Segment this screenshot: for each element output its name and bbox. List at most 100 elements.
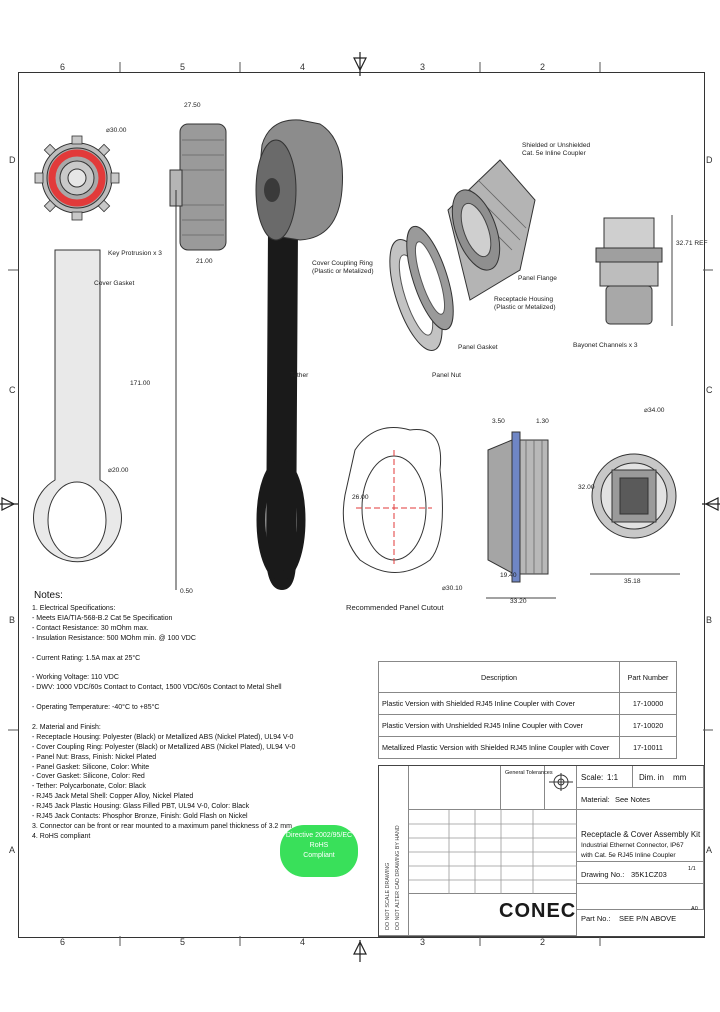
rohs-badge-text: Directive 2002/95/EC RoHS Compliant: [285, 832, 353, 859]
table-row: Plastic Version with Unshielded RJ45 Inl…: [378, 714, 677, 737]
dim-tether-length: 171.00: [130, 380, 151, 387]
zone-bottom-4: 4: [300, 937, 306, 947]
note-line: 4. RoHS compliant: [32, 832, 91, 840]
part-description: Plastic Version with Unshielded RJ45 Inl…: [378, 714, 620, 737]
dim-offset: 0.50: [180, 588, 193, 595]
note-line: - Working Voltage: 110 VDC: [32, 674, 119, 682]
note-line: [32, 663, 280, 673]
note-line: - DWV: 1000 VDC/60s Contact to Contact, …: [32, 684, 282, 692]
zone-top-4: 4: [300, 62, 306, 72]
zone-right-B: B: [706, 615, 713, 625]
callout-key-protrusion: Key Protrusion x 3: [108, 250, 162, 257]
part-description: Plastic Version with Shielded RJ45 Inlin…: [378, 692, 620, 715]
notes-list: 1. Electrical Specifications: - Meets EI…: [32, 604, 296, 842]
note-line: - Cover Gasket: Silicone, Color: Red: [32, 773, 145, 781]
note-line: - RJ45 Jack Metal Shell: Copper Alloy, N…: [32, 793, 194, 801]
zone-bottom-6: 6: [60, 937, 66, 947]
cover-isometric-view: [255, 119, 344, 590]
rohs-badge: Directive 2002/95/EC RoHS Compliant: [280, 825, 358, 877]
dim-cutout-flat: 26.00: [352, 494, 369, 501]
part-number: 17-10020: [619, 714, 677, 737]
zone-left-D: D: [9, 155, 16, 165]
part-number: 17-10011: [619, 736, 677, 759]
zone-right-D: D: [706, 155, 713, 165]
company-logo: CONEC: [499, 900, 577, 922]
dim-front-width: 35.18: [624, 578, 641, 585]
note-line: - Tether: Polycarbonate, Color: Black: [32, 783, 146, 791]
drawing-no-label: Drawing No.:: [581, 870, 625, 879]
parts-header-part: Part Number: [619, 661, 677, 693]
notes-title: Notes:: [34, 590, 63, 601]
callout-cover-gasket: Cover Gasket: [94, 280, 135, 287]
receptacle-exploded-view: [389, 159, 536, 352]
note-line: - Cover Coupling Ring: Polyester (Black)…: [32, 743, 296, 751]
note-line: - Panel Gasket: Silicone, Color: White: [32, 763, 150, 771]
note-line: [32, 713, 280, 723]
parts-header-description: Description: [378, 661, 620, 693]
callout-panel-nut: Panel Nut: [432, 372, 461, 379]
note-line: - Operating Temperature: -40°C to +85°C: [32, 704, 160, 712]
zone-bottom-5: 5: [180, 937, 186, 947]
part-number: 17-10000: [619, 692, 677, 715]
title-line-1: Receptacle & Cover Assembly Kit: [581, 830, 701, 839]
zone-top-5: 5: [180, 62, 186, 72]
zone-left-B: B: [9, 615, 16, 625]
scale-value: 1:1: [607, 773, 619, 782]
zone-left-C: C: [9, 385, 16, 395]
general-tolerances: General Tolerances: [505, 770, 553, 776]
dim-front-diameter: ⌀34.00: [644, 407, 665, 414]
part-description: Metallized Plastic Version with Shielded…: [378, 736, 620, 759]
projection-symbol: [545, 766, 577, 810]
note-line: - Contact Resistance: 30 mOhm max.: [32, 624, 149, 632]
dim-gap: 1.30: [536, 418, 549, 425]
cover-front-view: [33, 135, 122, 563]
callout-bayonet-channels: Bayonet Channels x 3: [573, 342, 638, 349]
receptacle-front-view: [590, 453, 680, 575]
material-label: Material:: [581, 795, 610, 804]
do-not-scale-text: DO NOT SCALE DRAWING: [385, 862, 391, 930]
title-block: DO NOT SCALE DRAWING DO NOT ALTER CAD DR…: [378, 765, 705, 937]
note-line: - Current Rating: 1.5A max at 25°C: [32, 654, 141, 662]
part-no-value: SEE P/N ABOVE: [619, 914, 677, 923]
dim-loop-diameter: ⌀20.00: [108, 467, 129, 474]
callout-tether: Tether: [290, 372, 309, 379]
callout-inline-coupler: Shielded or Unshielded Cat. 5e Inline Co…: [522, 142, 591, 157]
callout-cover-coupling-ring: Cover Coupling Ring (Plastic or Metalize…: [312, 260, 374, 275]
cover-side-view: [169, 123, 227, 590]
dim-cover-length: 27.50: [184, 102, 201, 109]
note-line: - Meets EIA/TIA-568-B.2 Cat 5e Specifica…: [32, 614, 173, 622]
material-value: See Notes: [615, 795, 651, 804]
note-line: - Insulation Resistance: 500 MOhm min. @…: [32, 634, 196, 642]
table-row: Metallized Plastic Version with Shielded…: [378, 736, 677, 759]
callout-panel-flange: Panel Flange: [518, 275, 557, 282]
part-no-label: Part No.:: [581, 914, 611, 923]
callout-panel-cutout: Recommended Panel Cutout: [346, 603, 444, 612]
dim-ref-height: 32.71 REF: [676, 240, 708, 247]
note-line: 3. Connector can be front or rear mounte…: [32, 822, 292, 830]
zone-right-C: C: [706, 385, 713, 395]
zone-top-2: 2: [540, 62, 546, 72]
dim-cutout-diameter: ⌀30.10: [442, 585, 463, 592]
note-line: 1. Electrical Specifications:: [32, 605, 116, 612]
receptacle-side-view: [595, 215, 673, 326]
sheet-number: 1/1: [688, 866, 696, 872]
note-line: - Receptacle Housing: Polyester (Black) …: [32, 733, 294, 741]
scale-label: Scale:: [581, 773, 604, 782]
callout-receptacle-housing: Receptacle Housing (Plastic or Metalized…: [494, 296, 556, 311]
panel-cutout-view: [342, 427, 443, 573]
receptacle-section-view: [486, 431, 556, 599]
drawing-no-value: 35K1CZ03: [631, 870, 667, 879]
note-line: - RJ45 Jack Plastic Housing: Glass Fille…: [32, 803, 250, 811]
note-line: [32, 644, 280, 654]
title-block-side: [379, 766, 409, 936]
do-not-alter-text: DO NOT ALTER CAD DRAWING BY HAND: [395, 825, 401, 930]
dim-cover-diameter: ⌀30.00: [106, 127, 127, 134]
dim-label: Dim. in: [639, 773, 664, 782]
revision: A0: [691, 906, 698, 912]
zone-right-A: A: [706, 845, 713, 855]
dim-cover-depth: 21.00: [196, 258, 213, 265]
zone-top-6: 6: [60, 62, 66, 72]
table-row: Plastic Version with Shielded RJ45 Inlin…: [378, 692, 677, 715]
zone-bottom-2: 2: [540, 937, 546, 947]
